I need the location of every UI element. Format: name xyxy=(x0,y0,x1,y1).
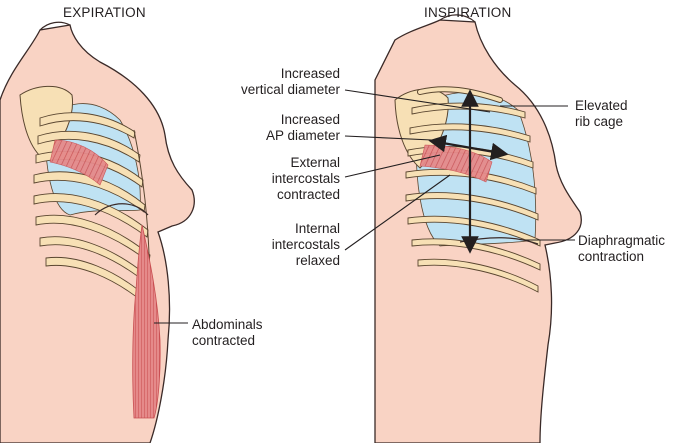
expiration-intercostal-patch xyxy=(49,139,109,186)
internal-intercostals-label: Internal intercostals relaxed xyxy=(271,221,340,268)
expiration-body-outline xyxy=(0,24,195,444)
ap-diameter-arrow xyxy=(428,134,509,161)
inspiration-heading: INSPIRATION xyxy=(424,5,512,20)
diaphragmatic-contraction-label: Diaphragmatic contraction xyxy=(578,233,666,264)
expiration-ribs xyxy=(33,112,151,306)
abdominals-contracted-label: Abdominals contracted xyxy=(192,317,263,348)
expiration-abdominals xyxy=(132,224,161,419)
expiration-torso xyxy=(0,21,195,444)
external-intercostals-label: External intercostals contracted xyxy=(271,155,340,202)
increased-ap-label: Increased AP diameter xyxy=(265,112,340,143)
inspiration-torso xyxy=(374,14,582,444)
expiration-heading: EXPIRATION xyxy=(63,5,146,20)
expiration-diaphragm xyxy=(94,203,149,216)
leader-lines xyxy=(154,89,575,324)
increased-vertical-label: Increased vertical diameter xyxy=(240,66,340,97)
elevated-rib-cage-label: Elevated rib cage xyxy=(575,98,628,129)
